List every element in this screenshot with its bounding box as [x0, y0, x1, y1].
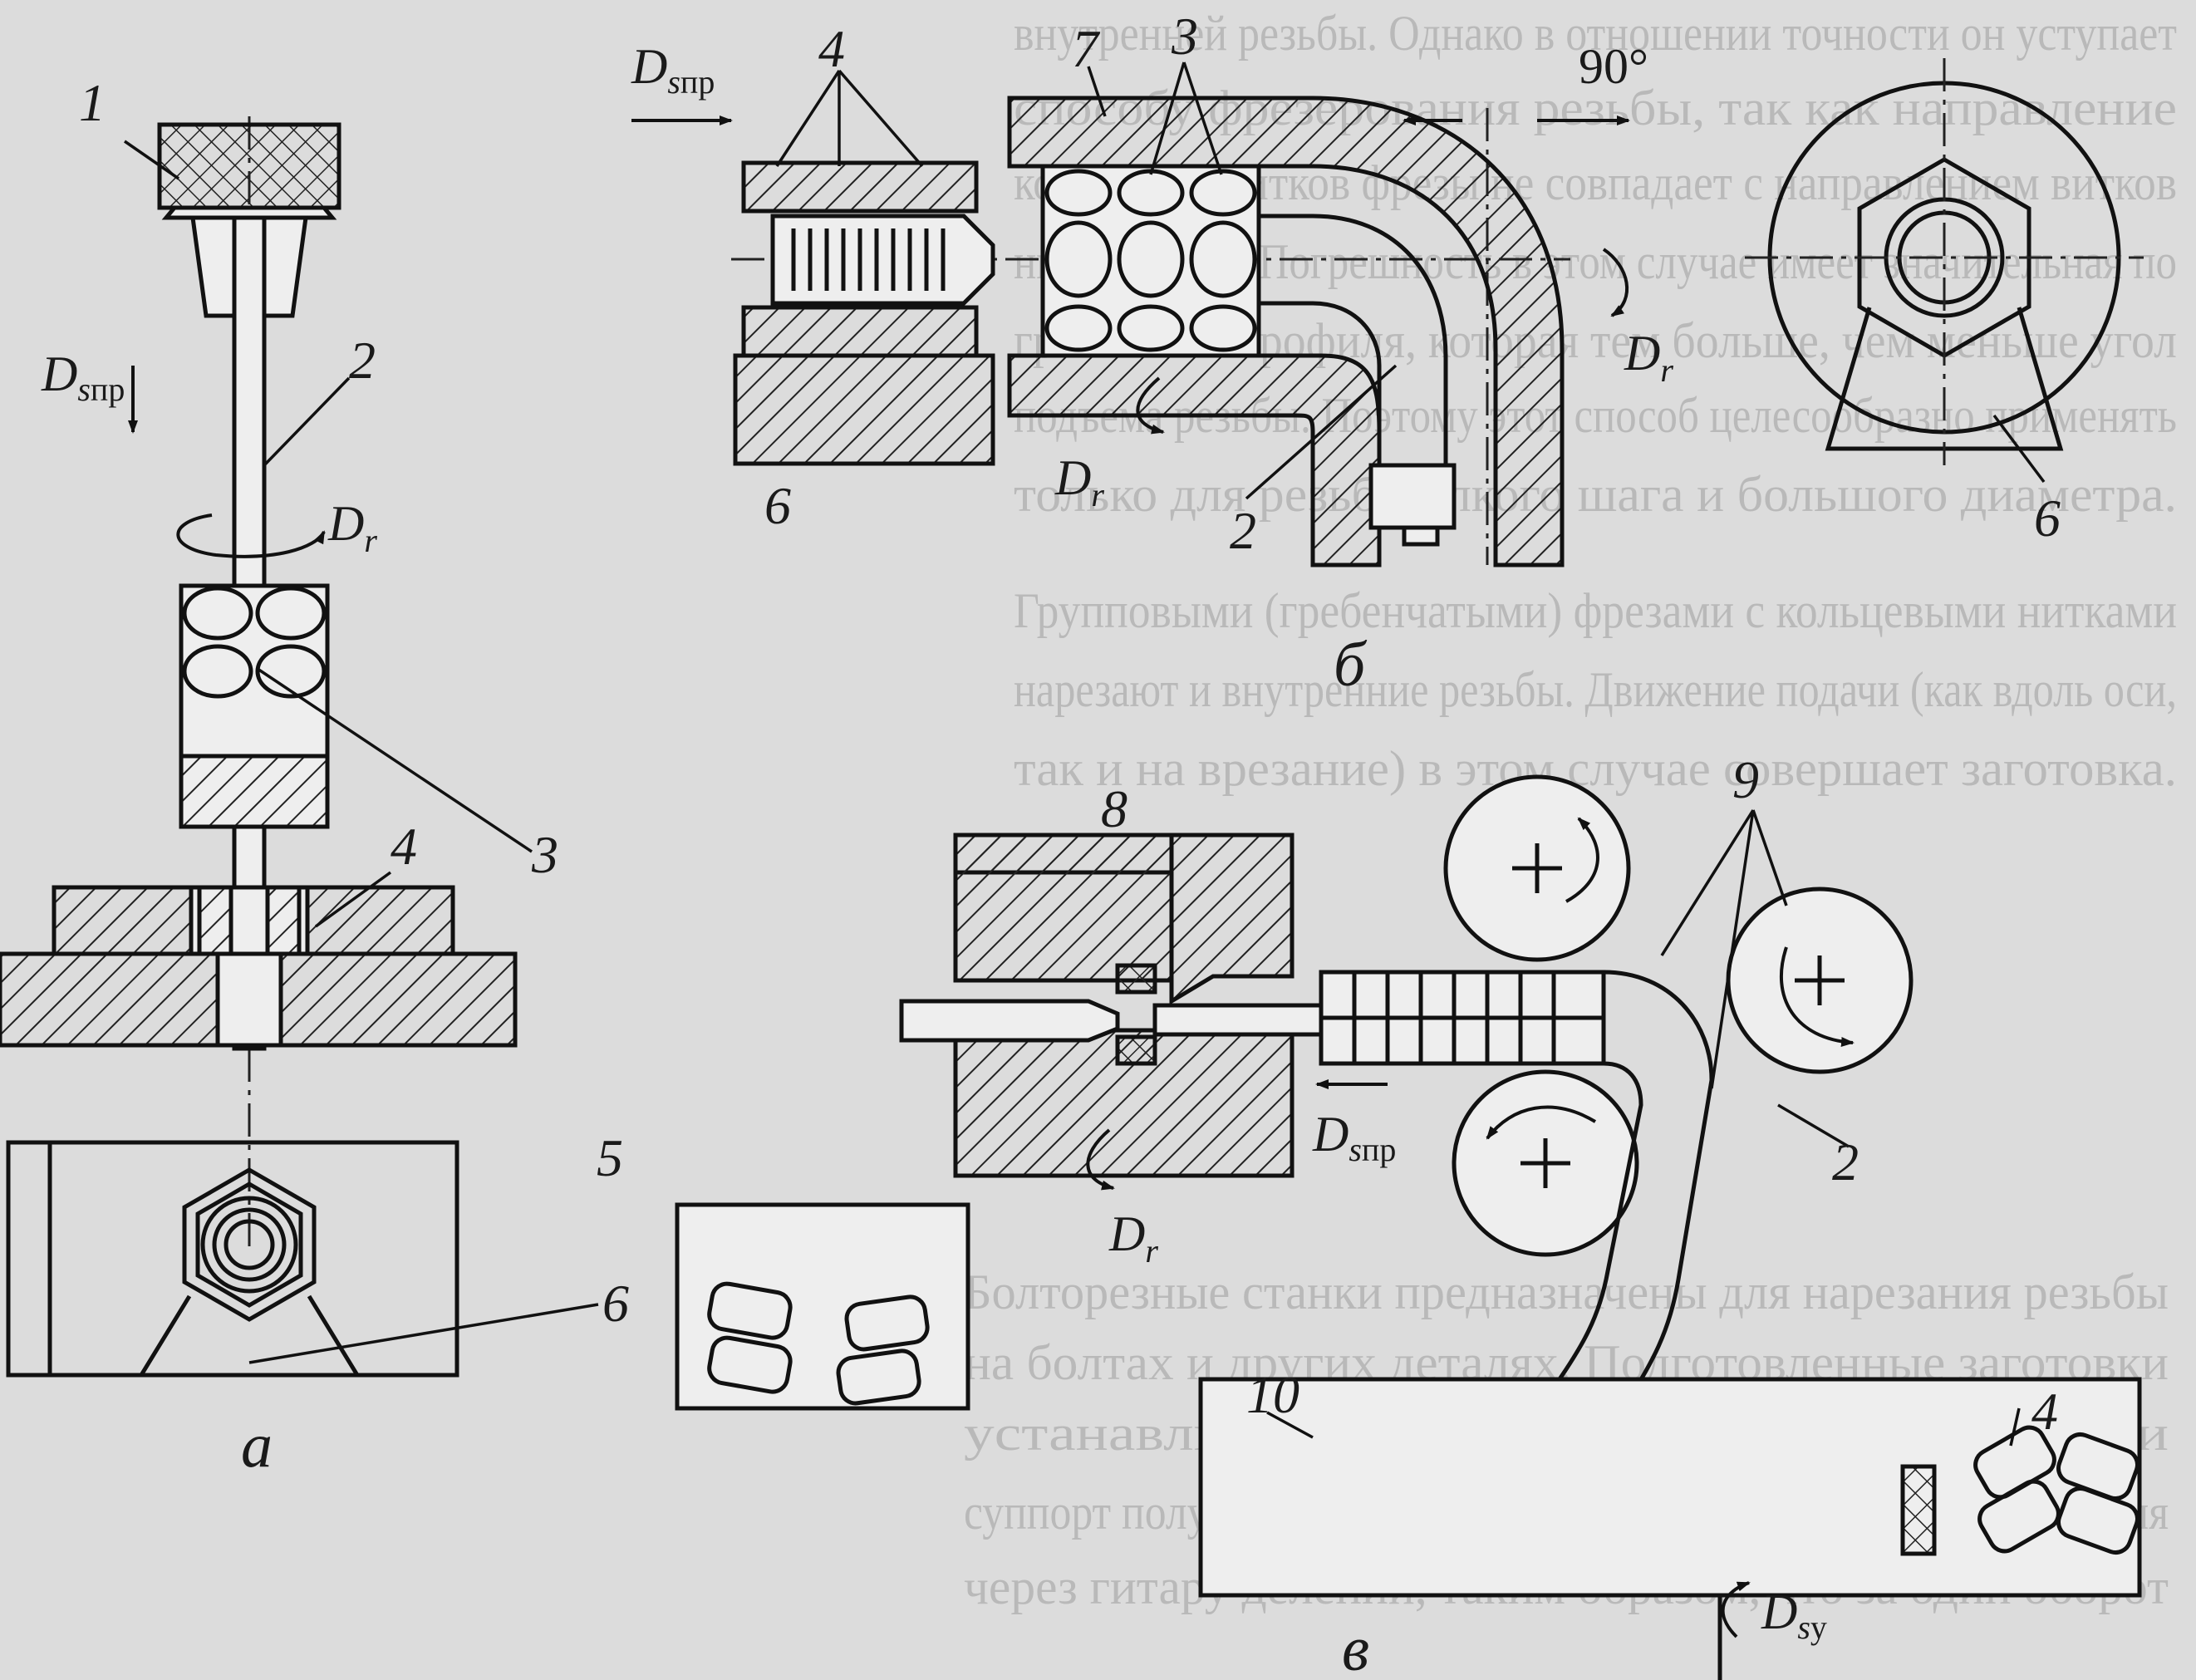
label-8: 8	[1101, 779, 1127, 838]
caption-b: б	[1334, 630, 1368, 700]
body-b	[733, 353, 995, 466]
hex-nut-view	[182, 1167, 317, 1322]
caption-v: в	[1342, 1614, 1369, 1680]
nut-stack-b	[1040, 164, 1261, 358]
feed-symbol-a: Dsпр	[41, 346, 125, 408]
label-9: 9	[1732, 750, 1759, 809]
figure-v	[675, 774, 2142, 1680]
label-7: 7	[1072, 19, 1101, 78]
background-text-line: внутренней резьбы. Однако в отношении то…	[1014, 6, 2177, 61]
figure-a	[0, 116, 599, 1378]
nut-holder-b	[741, 160, 979, 214]
nut-profiles	[182, 586, 327, 699]
tap-thread-b	[791, 228, 946, 291]
feed-symbol-v: Dsпр	[1312, 1107, 1396, 1168]
caption-a: а	[241, 1411, 273, 1481]
background-text-line: Болторезные станки предназначены для нар…	[964, 1265, 2169, 1319]
rotation-symbol-b2: Dr	[1624, 326, 1673, 389]
tray-feed-arrow	[1721, 1581, 1751, 1638]
rotation-arrow	[176, 513, 326, 558]
label-3-b: 3	[1171, 7, 1198, 66]
feed-symbol-b: Dsпр	[631, 39, 715, 101]
label-10: 10	[1246, 1365, 1299, 1424]
nut-cells-b	[1044, 169, 1257, 352]
angle-label: 90°	[1579, 39, 1648, 94]
background-text-line: нарезают и внутренние резьбы. Движение п…	[1014, 662, 2177, 717]
background-text-line: Групповыми (гребенчатыми) фрезами с коль…	[1014, 583, 2177, 638]
roller-rotation-arrow	[1565, 817, 1599, 903]
tray-a-nuts	[707, 1281, 930, 1406]
label-6-side: 6	[2034, 489, 2061, 548]
label-1: 1	[79, 73, 106, 132]
labels: 1 2 3 4 5 6 4 7 3 6 2 6 8 9 2 10 4 Dsпр …	[41, 7, 2061, 1680]
label-6-a: 6	[602, 1274, 629, 1333]
figure-b	[631, 58, 2144, 567]
rotation-symbol-b: Dr	[1054, 450, 1104, 513]
background-text-line: так и на врезание) в этом случае соверша…	[1014, 741, 2177, 796]
label-3-a: 3	[531, 825, 558, 884]
collected-nuts	[1973, 1425, 2140, 1555]
bent-rod-b	[1259, 214, 1448, 465]
label-4-b: 4	[818, 19, 845, 78]
tray-feed-symbol: Dsy	[1761, 1584, 1827, 1646]
background-text-line: только для резьб мелкого шага и большого…	[1014, 467, 2177, 522]
tap-handle	[157, 122, 341, 210]
nut-chain	[1319, 970, 1714, 1522]
collector-tray	[1198, 1377, 2142, 1598]
label-4-a: 4	[391, 817, 417, 876]
label-2-v: 2	[1832, 1132, 1859, 1191]
label-6-b: 6	[764, 476, 791, 535]
label-2-b: 2	[1230, 501, 1256, 560]
rotation-symbol-v: Dr	[1108, 1206, 1158, 1270]
rotation-symbol-a: Dr	[327, 496, 377, 559]
tap-tip-b	[770, 214, 995, 306]
label-2-a: 2	[349, 331, 376, 390]
tap-rod-v	[899, 999, 1120, 1043]
rotation-arrow-b	[1602, 248, 1629, 317]
label-5: 5	[597, 1128, 623, 1187]
label-4-v: 4	[2031, 1382, 2058, 1441]
